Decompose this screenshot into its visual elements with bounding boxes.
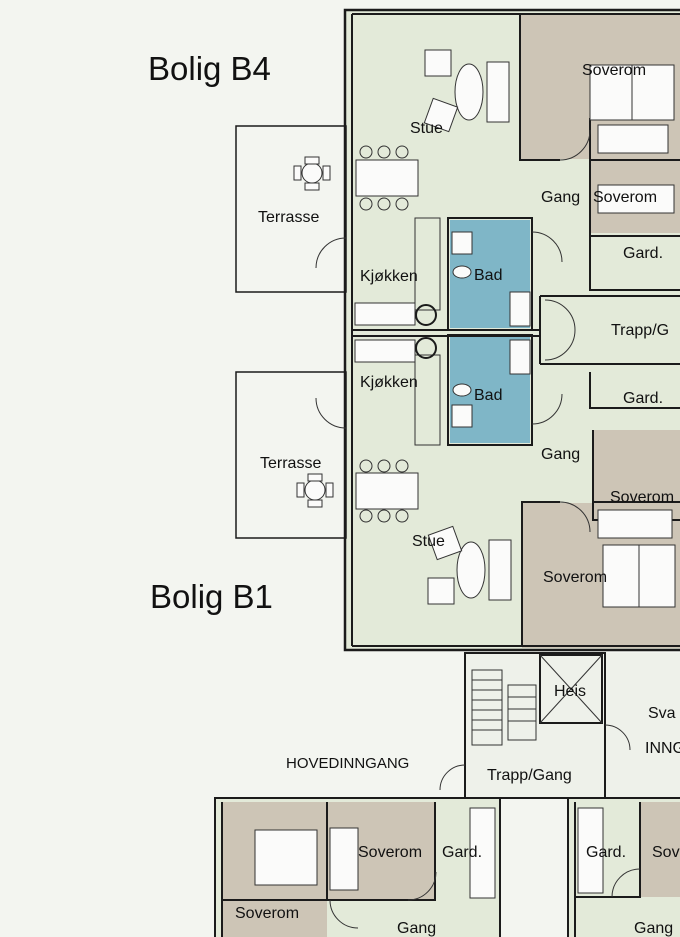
room-label-soverom-lower-left-a: Soverom bbox=[235, 905, 299, 922]
lower-right-unit bbox=[567, 797, 680, 937]
room-label-heis: Heis bbox=[554, 683, 586, 700]
room-label-sva: Sva bbox=[648, 705, 676, 722]
b4-bedroom-door bbox=[559, 129, 591, 161]
unit-b4-heading: Bolig B4 bbox=[148, 50, 271, 87]
lower-left-bed-a bbox=[254, 829, 318, 886]
b1-sink bbox=[451, 404, 473, 428]
b4-washer bbox=[509, 291, 531, 327]
b4-stove bbox=[354, 302, 416, 326]
room-label-stue-bottom: Stue bbox=[412, 533, 445, 550]
b4-gard-wall bbox=[589, 236, 680, 291]
b1-dining-table bbox=[355, 459, 419, 523]
room-label-gang-lower-right: Gang bbox=[634, 920, 673, 937]
room-label-soverom-lower-right: Sov bbox=[652, 844, 680, 861]
b4-terrace-door bbox=[315, 237, 347, 269]
room-label-gard-lower-right: Gard. bbox=[586, 844, 626, 861]
lower-left-door-b bbox=[407, 871, 437, 901]
core-floor bbox=[465, 653, 680, 798]
room-label-soverom-mid: Soverom bbox=[610, 489, 674, 506]
room-label-trapp-gang-right: Trapp/G bbox=[611, 322, 669, 339]
b1-bedroom-wall bbox=[521, 501, 680, 646]
lower-right-bedroom bbox=[640, 802, 680, 897]
lower-right-door bbox=[611, 868, 641, 898]
room-label-gang-lower-left: Gang bbox=[397, 920, 436, 937]
b1-washer bbox=[509, 339, 531, 375]
lower-left-wardrobe bbox=[469, 807, 496, 899]
upper-outer-wall bbox=[343, 8, 680, 652]
room-label-terrasse-top: Terrasse bbox=[258, 209, 319, 226]
stair-corridor-wall bbox=[539, 295, 680, 365]
b4-shaft bbox=[415, 304, 437, 326]
lift-cross-b bbox=[539, 654, 603, 724]
sva-door bbox=[604, 724, 631, 751]
b1-toilet bbox=[452, 383, 472, 397]
b4-toilet bbox=[452, 265, 472, 279]
room-label-bad-bottom: Bad bbox=[474, 387, 502, 404]
room-label-gard-lower-left: Gard. bbox=[442, 844, 482, 861]
stair-door-bottom bbox=[544, 329, 576, 361]
lower-left-walls bbox=[214, 797, 501, 937]
room-label-soverom-top-main: Soverom bbox=[582, 62, 646, 79]
lift-shaft bbox=[539, 654, 603, 724]
room-label-gard-mid: Gard. bbox=[623, 390, 663, 407]
lower-left-unit bbox=[214, 797, 501, 937]
b4-kitchen-counter bbox=[414, 217, 441, 311]
b1-terrace-door bbox=[315, 397, 347, 429]
lower-right-walls bbox=[567, 797, 680, 937]
room-label-terrasse-bottom: Terrasse bbox=[260, 455, 321, 472]
b4-beds bbox=[589, 64, 675, 214]
main-entrance-door bbox=[439, 764, 466, 791]
b1-terrace bbox=[235, 371, 347, 539]
room-label-gang-mid: Gang bbox=[541, 446, 580, 463]
b4-sink bbox=[451, 231, 473, 255]
lower-right-wardrobe bbox=[577, 807, 604, 894]
room-label-soverom-bottom-main: Soverom bbox=[543, 569, 607, 586]
b1-shaft bbox=[415, 337, 437, 359]
upper-building bbox=[235, 8, 680, 652]
room-label-kjokken-top: Kjøkken bbox=[360, 268, 418, 285]
b4-living-furniture bbox=[423, 49, 510, 133]
stair-flight bbox=[471, 669, 537, 746]
stair-door-top bbox=[544, 299, 576, 331]
b4-dining-table bbox=[355, 145, 419, 211]
b4-terrace bbox=[235, 125, 347, 293]
b1-kitchen-counter bbox=[414, 354, 441, 446]
b1-terrace-table bbox=[296, 473, 334, 508]
b1-living-furniture bbox=[427, 525, 512, 605]
room-label-gard-top: Gard. bbox=[623, 245, 663, 262]
room-label-gang-top: Gang bbox=[541, 189, 580, 206]
core bbox=[439, 652, 680, 799]
room-label-soverom-top-second: Soverom bbox=[593, 189, 657, 206]
room-label-inng: INNG bbox=[645, 740, 680, 757]
room-label-bad-top: Bad bbox=[474, 267, 502, 284]
unit-b1-heading: Bolig B1 bbox=[150, 578, 273, 615]
b4-terrace-table bbox=[293, 156, 331, 191]
lower-left-door-a bbox=[329, 899, 359, 929]
room-label-trapp-gang-core: Trapp/Gang bbox=[487, 767, 572, 784]
b1-bedroom-door bbox=[559, 501, 591, 533]
b1-beds bbox=[597, 509, 676, 608]
b1-stove bbox=[354, 339, 416, 363]
lower-left-bed-b bbox=[329, 827, 359, 891]
room-label-soverom-lower-left-b: Soverom bbox=[358, 844, 422, 861]
room-label-stue-top: Stue bbox=[410, 120, 443, 137]
room-label-kjokken-bottom: Kjøkken bbox=[360, 374, 418, 391]
b4-bath-door bbox=[531, 231, 563, 263]
b4-bedroom-wall bbox=[519, 14, 680, 161]
b1-gard-wall bbox=[589, 372, 680, 409]
b1-bath-door bbox=[531, 393, 563, 425]
entrance-label-hovedinngang: HOVEDINNGANG bbox=[286, 755, 409, 772]
